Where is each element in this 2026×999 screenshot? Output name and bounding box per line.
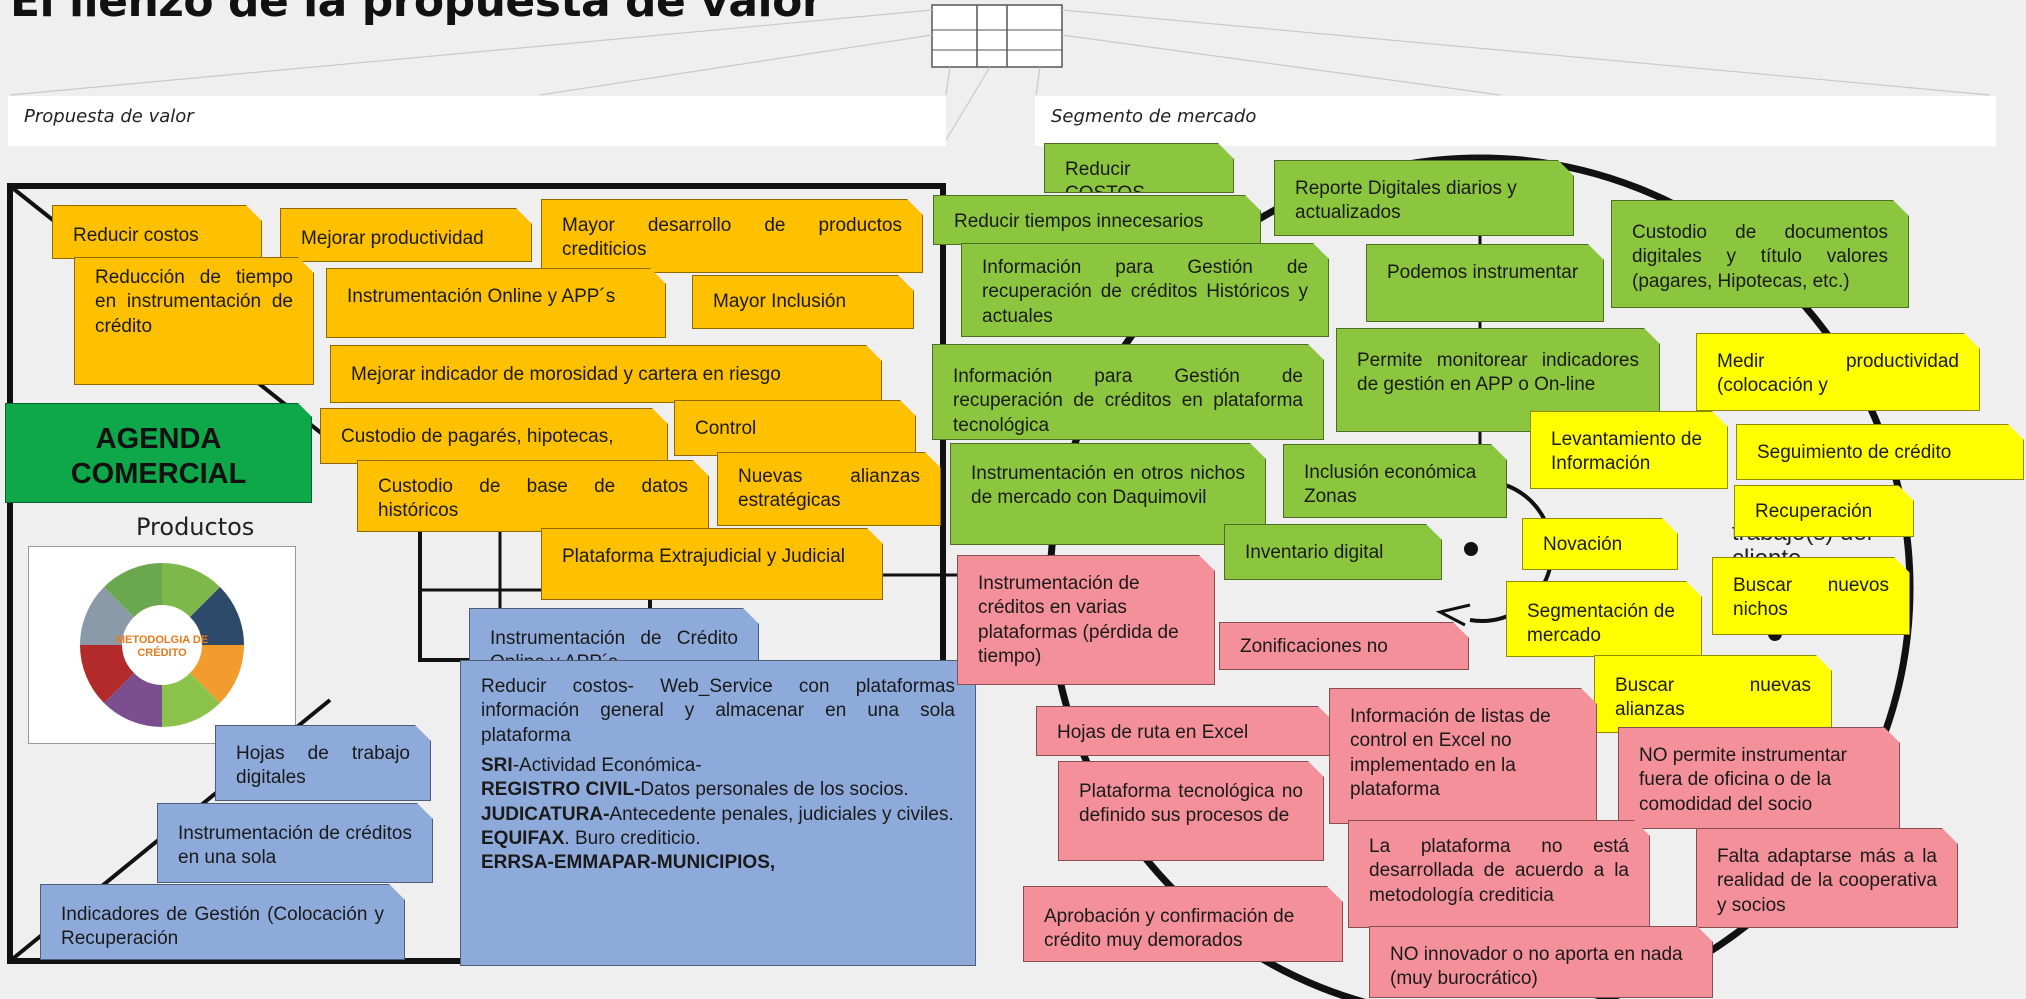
pink-note-falta-adaptarse: Falta adaptarse más a la realidad de la … [1696, 828, 1958, 928]
orange-note-reducir-costos: Reducir costos [52, 205, 262, 259]
green-note-podemos-instrumentar: Podemos instrumentar [1366, 244, 1604, 322]
green-note-info-gestion-plataforma: Información para Gestión de recuperación… [932, 344, 1324, 440]
web-service-item-errsa: ERRSA-EMMAPAR-MUNICIPIOS, [481, 852, 776, 874]
yellow-note-segmentacion: Segmentación de mercado [1506, 581, 1702, 657]
orange-note-control: Control [674, 400, 916, 456]
pink-note-plataforma-no-definido: Plataforma tecnológica no definido sus p… [1058, 761, 1324, 861]
yellow-note-medir-productividad: Medir productividad (colocación y [1696, 333, 1980, 411]
pink-note-no-permite-instrumentar: NO permite instrumentar fuera de oficina… [1618, 727, 1900, 829]
blue-note-instrumentacion-una-sola: Instrumentación de créditos en una sola [157, 803, 433, 883]
web-service-item-judicatura: JUDICATURA-Antecedente penales, judicial… [481, 803, 954, 825]
green-note-monitorear-indicadores: Permite monitorear indicadores de gestió… [1336, 328, 1660, 432]
web-service-item-sri: SRI-Actividad Económica- [481, 754, 702, 776]
metodologia-credito-diagram: METODOLGIA DE CRÉDITO [28, 546, 296, 744]
web-service-item-equifax: EQUIFAX. Buro crediticio. [481, 827, 701, 849]
green-note-custodio-documentos: Custodio de documentos digitales y títul… [1611, 200, 1909, 308]
blue-note-hojas-trabajo: Hojas de trabajo digitales [215, 725, 431, 801]
blue-note-indicadores-gestion: Indicadores de Gestión (Colocación y Rec… [40, 884, 405, 960]
agenda-line-1: AGENDA [95, 423, 222, 455]
pink-note-plataforma-no-desarrollada: La plataforma no está desarrollada de ac… [1348, 820, 1650, 928]
yellow-note-buscar-nichos: Buscar nuevos nichos [1712, 557, 1910, 635]
orange-note-custodio-pagares: Custodio de pagarés, hipotecas, [320, 408, 668, 464]
orange-note-morosidad: Mejorar indicador de morosidad y cartera… [330, 345, 882, 403]
orange-note-mayor-inclusion: Mayor Inclusión [692, 275, 914, 329]
yellow-note-recuperacion: Recuperación [1734, 485, 1914, 537]
pink-note-aprobacion-demorados: Aprobación y confirmación de crédito muy… [1023, 886, 1343, 962]
orange-note-mejorar-productividad: Mejorar productividad [280, 208, 532, 262]
orange-note-instrumentacion-online: Instrumentación Online y APP´s [326, 268, 666, 338]
yellow-note-levantamiento: Levantamiento de Información [1530, 411, 1728, 489]
green-note-reducir-tiempos: Reducir tiempos innecesarios [933, 195, 1261, 245]
orange-note-plataforma-extrajudicial: Plataforma Extrajudicial y Judicial [541, 528, 883, 600]
web-service-item-registro-civil: REGISTRO CIVIL-Datos personales de los s… [481, 779, 909, 801]
yellow-note-novacion: Novación [1522, 518, 1678, 570]
blue-note-web-service-details: Reducir costos- Web_Service con platafor… [460, 660, 976, 966]
panel-label-market-segment: Segmento de mercado [1035, 96, 1996, 146]
web-service-intro: Reducir costos- Web_Service con platafor… [481, 676, 955, 746]
green-note-reporte-digitales: Reporte Digitales diarios y actualizados [1274, 160, 1574, 236]
agenda-line-2: COMERCIAL [70, 457, 247, 490]
metodologia-center-line-2: CRÉDITO [137, 646, 187, 659]
green-note-info-gestion-historicos: Información para Gestión de recuperación… [961, 243, 1329, 337]
green-note-otros-nichos: Instrumentación en otros nichos de merca… [950, 443, 1266, 545]
page-title: El lienzo de la propuesta de valor [10, 0, 824, 27]
pink-note-hojas-ruta: Hojas de ruta en Excel [1036, 706, 1334, 756]
orange-note-custodio-base-datos: Custodio de base de datos históricos [357, 460, 709, 532]
yellow-note-buscar-alianzas: Buscar nuevas alianzas [1594, 655, 1832, 733]
orange-note-nuevas-alianzas: Nuevas alianzas estratégicas [717, 452, 941, 526]
green-note-inventario-digital: Inventario digital [1224, 524, 1442, 580]
pink-note-no-innovador: NO innovador o no aporta en nada (muy bu… [1369, 926, 1713, 998]
green-note-reducir-costos: Reducir COSTOS [1044, 143, 1234, 193]
metodologia-center-line-1: METODOLGIA DE [116, 634, 208, 646]
panel-label-value-proposition: Propuesta de valor [8, 96, 946, 146]
orange-note-reduccion-tiempo: Reducción de tiempo en instrumentación d… [74, 257, 314, 385]
productos-label: Productos [136, 513, 255, 541]
pink-note-varias-plataformas: Instrumentación de créditos en varias pl… [957, 555, 1215, 685]
pink-note-zonificaciones: Zonificaciones no [1219, 622, 1469, 670]
metodologia-wheel: METODOLGIA DE CRÉDITO [79, 563, 244, 727]
yellow-note-seguimiento: Seguimiento de crédito [1736, 424, 2024, 480]
orange-note-mayor-desarrollo: Mayor desarrollo de productos crediticio… [541, 199, 923, 273]
agenda-comercial-box: AGENDA COMERCIAL [5, 403, 312, 503]
green-note-inclusion-economica: Inclusión económica Zonas [1283, 444, 1507, 518]
pink-note-listas-control: Información de listas de control en Exce… [1329, 688, 1597, 824]
